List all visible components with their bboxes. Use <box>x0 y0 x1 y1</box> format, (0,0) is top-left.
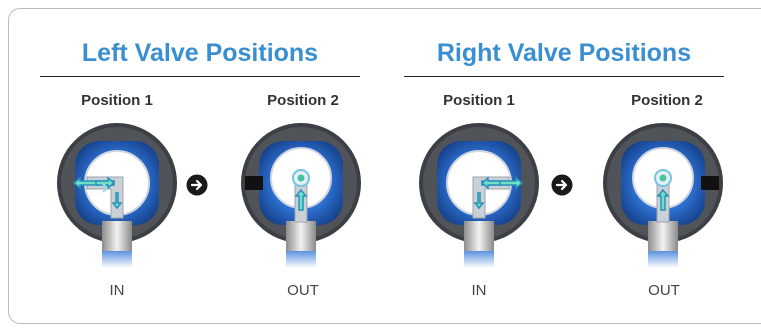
left-position-2-state: OUT <box>287 282 319 299</box>
left-position-1-label: Position 1 <box>81 92 153 109</box>
right-arrow-circle-icon <box>551 174 573 196</box>
right-valve-position-2 <box>603 123 723 268</box>
left-group-title: Left Valve Positions <box>81 39 319 67</box>
right-group-title: Right Valve Positions <box>436 39 692 67</box>
right-group-rule <box>404 76 724 77</box>
right-position-1-label: Position 1 <box>443 92 515 109</box>
right-position-1-state: IN <box>471 282 487 299</box>
left-valve-position-1 <box>57 123 177 268</box>
left-position-1-state: IN <box>109 282 125 299</box>
left-position-2-label: Position 2 <box>267 92 339 109</box>
right-position-2-state: OUT <box>648 282 680 299</box>
left-valve-position-2 <box>241 123 361 268</box>
right-valve-position-1 <box>419 123 539 268</box>
left-group-rule <box>40 76 360 77</box>
right-position-2-label: Position 2 <box>631 92 703 109</box>
right-arrow-circle-icon <box>186 174 208 196</box>
